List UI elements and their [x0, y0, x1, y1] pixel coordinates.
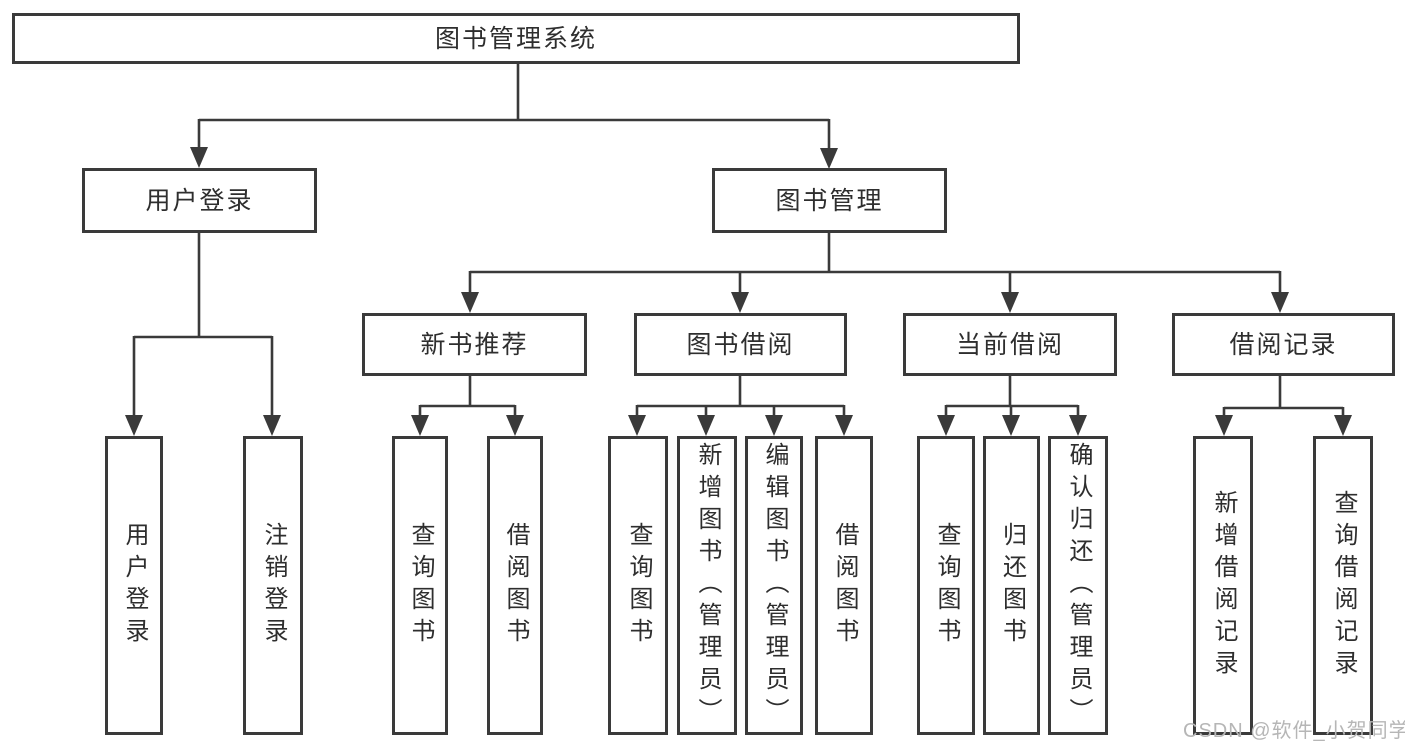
arrowhead	[731, 292, 749, 313]
leaf-current-query: 查询图书	[917, 436, 975, 735]
node-user-login: 用户登录	[82, 168, 317, 233]
leaf-user-login-label: 用户登录	[121, 521, 148, 650]
arrowhead	[697, 415, 715, 436]
arrowhead	[1215, 415, 1233, 436]
leaf-current-confirm-return-label: 确认归还（管理员）	[1065, 441, 1092, 730]
arrowhead	[628, 415, 646, 436]
leaf-borrow-add-book-label: 新增图书（管理员）	[694, 441, 721, 730]
leaf-logout-label: 注销登录	[260, 521, 287, 650]
connector-root-to-level2	[197, 63, 831, 149]
arrowhead	[1069, 415, 1087, 436]
leaf-borrow-query-label: 查询图书	[625, 521, 652, 650]
leaf-newbook-query: 查询图书	[392, 436, 448, 735]
arrowhead	[411, 415, 429, 436]
leaf-borrow-edit-book-label: 编辑图书（管理员）	[761, 441, 788, 730]
leaf-borrow-query: 查询图书	[608, 436, 668, 735]
arrowhead	[1002, 415, 1020, 436]
watermark: CSDN @软件_小贺同学	[1183, 720, 1405, 742]
arrowhead	[506, 415, 524, 436]
arrowhead	[820, 148, 838, 169]
arrowhead	[1271, 292, 1289, 313]
arrowhead	[461, 292, 479, 313]
connector-current-to-children	[944, 375, 1080, 417]
leaf-newbook-borrow-label: 借阅图书	[502, 521, 529, 650]
connector-login-to-children	[132, 232, 274, 417]
node-new-book-recommend: 新书推荐	[362, 313, 587, 376]
node-book-management: 图书管理	[712, 168, 947, 233]
arrowheads	[125, 147, 1352, 436]
connector-mgmt-to-level3	[468, 232, 1282, 294]
node-current-borrow-label: 当前借阅	[955, 330, 1064, 359]
connector-records-to-children	[1222, 375, 1345, 417]
leaf-records-query-label: 查询借阅记录	[1330, 489, 1357, 682]
arrowhead	[1001, 292, 1019, 313]
leaf-records-add-label: 新增借阅记录	[1210, 489, 1237, 682]
leaf-borrow-borrow-book-label: 借阅图书	[831, 521, 858, 650]
leaf-records-query: 查询借阅记录	[1313, 436, 1373, 735]
node-root-label: 图书管理系统	[434, 24, 597, 53]
node-borrow-records: 借阅记录	[1172, 313, 1395, 376]
leaf-current-query-label: 查询图书	[933, 521, 960, 650]
node-book-borrow-label: 图书借阅	[686, 330, 795, 359]
leaf-current-confirm-return: 确认归还（管理员）	[1048, 436, 1108, 735]
arrowhead	[765, 415, 783, 436]
leaf-user-login: 用户登录	[105, 436, 163, 735]
leaf-current-return-label: 归还图书	[998, 521, 1026, 650]
arrowhead	[263, 415, 281, 436]
arrowhead	[835, 415, 853, 436]
leaf-borrow-edit-book: 编辑图书（管理员）	[745, 436, 803, 735]
leaf-records-add: 新增借阅记录	[1193, 436, 1253, 735]
node-current-borrow: 当前借阅	[903, 313, 1117, 376]
leaf-borrow-add-book: 新增图书（管理员）	[677, 436, 737, 735]
arrowhead	[1334, 415, 1352, 436]
connector-borrow-to-children	[635, 375, 846, 417]
arrowhead	[937, 415, 955, 436]
node-book-borrow: 图书借阅	[634, 313, 847, 376]
arrowhead	[125, 415, 143, 436]
leaf-newbook-borrow: 借阅图书	[487, 436, 543, 735]
node-book-management-label: 图书管理	[775, 186, 884, 215]
node-root: 图书管理系统	[12, 13, 1020, 64]
arrowhead	[190, 147, 208, 168]
connector-newbook-to-children	[418, 375, 517, 417]
leaf-borrow-borrow-book: 借阅图书	[815, 436, 873, 735]
leaf-logout: 注销登录	[243, 436, 303, 735]
leaf-newbook-query-label: 查询图书	[407, 521, 434, 650]
node-borrow-records-label: 借阅记录	[1229, 330, 1338, 359]
node-new-book-recommend-label: 新书推荐	[420, 330, 529, 359]
node-user-login-label: 用户登录	[145, 186, 254, 215]
leaf-current-return: 归还图书	[983, 436, 1040, 735]
